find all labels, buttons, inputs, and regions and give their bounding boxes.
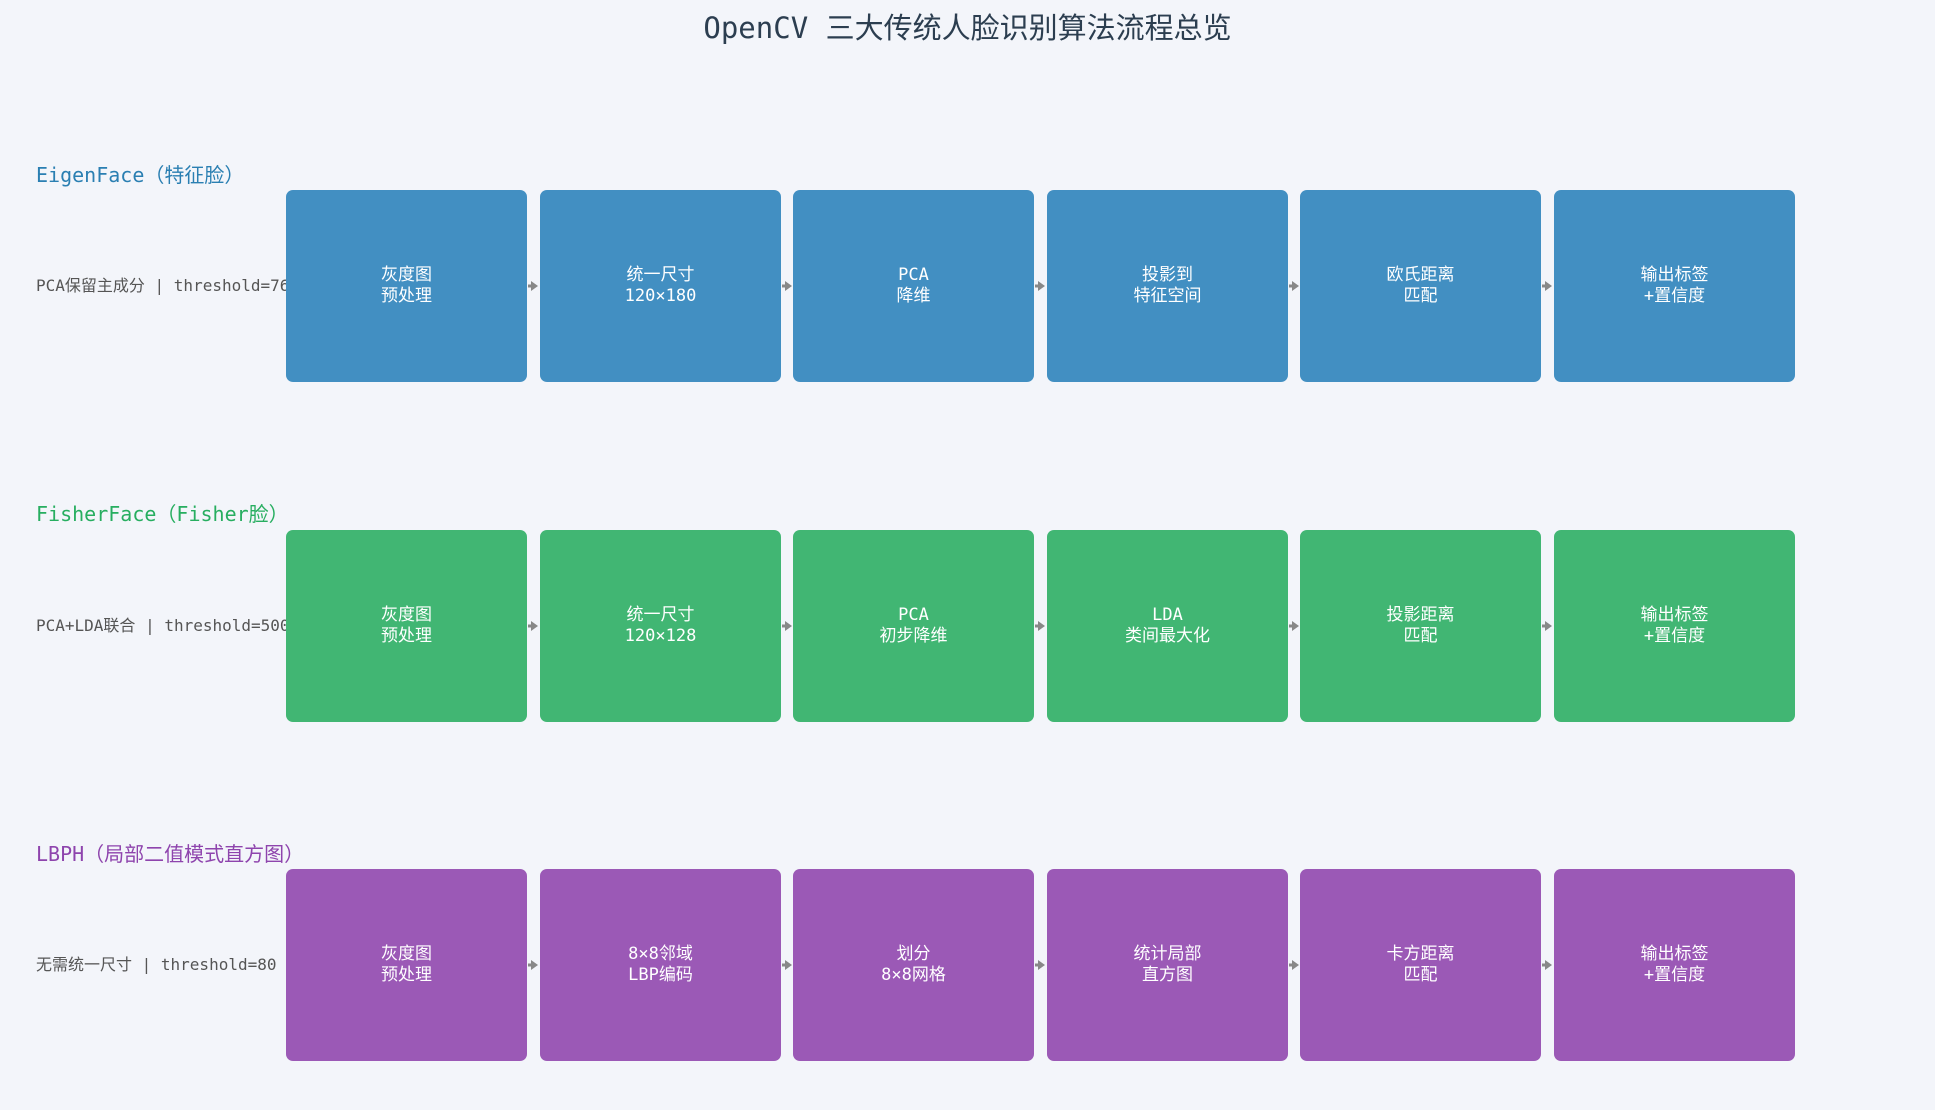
step-label-line2: 匹配 <box>1403 965 1438 985</box>
lbph-step-6: 输出标签+置信度 <box>1554 869 1795 1061</box>
eigenface-step-4: 投影到特征空间 <box>1047 190 1288 382</box>
step-label-line1: 统一尺寸 <box>626 265 695 285</box>
arrow-right-icon <box>528 279 538 293</box>
step-label-line2: 降维 <box>896 286 931 306</box>
step-label-line1: 输出标签 <box>1640 605 1709 625</box>
step-label-line1: PCA <box>898 605 929 625</box>
fisherface-step-1: 灰度图预处理 <box>286 530 527 722</box>
lbph-step-1: 灰度图预处理 <box>286 869 527 1061</box>
arrow-right-icon <box>1035 619 1045 633</box>
fisherface-note: PCA+LDA联合 | threshold=5000 <box>36 616 300 635</box>
arrow-right-icon <box>1542 279 1552 293</box>
step-label-line1: 投影到 <box>1142 265 1193 285</box>
step-label-line1: PCA <box>898 265 929 285</box>
step-label-line2: LBP编码 <box>628 965 693 985</box>
step-label-line2: 120×128 <box>624 626 697 646</box>
arrow-right-icon <box>1289 958 1299 972</box>
lbph-note: 无需统一尺寸 | threshold=80 <box>36 955 277 974</box>
step-label-line1: 8×8邻域 <box>628 944 693 964</box>
step-label-line2: 匹配 <box>1403 626 1438 646</box>
step-label-line1: LDA <box>1152 605 1183 625</box>
lbph-step-4: 统计局部直方图 <box>1047 869 1288 1061</box>
step-label-line1: 输出标签 <box>1640 944 1709 964</box>
arrow-right-icon <box>528 619 538 633</box>
arrow-right-icon <box>1542 619 1552 633</box>
step-label-line1: 划分 <box>896 944 931 964</box>
step-label-line2: 预处理 <box>381 626 432 646</box>
step-label-line2: 8×8网格 <box>881 965 946 985</box>
eigenface-step-5: 欧氏距离匹配 <box>1300 190 1541 382</box>
eigenface-step-6: 输出标签+置信度 <box>1554 190 1795 382</box>
step-label-line2: 初步降维 <box>879 626 948 646</box>
step-label-line2: 特征空间 <box>1133 286 1202 306</box>
step-label-line2: 直方图 <box>1142 965 1193 985</box>
step-label-line1: 统一尺寸 <box>626 605 695 625</box>
step-label-line2: 类间最大化 <box>1125 626 1210 646</box>
arrow-right-icon <box>528 958 538 972</box>
lbph-step-5: 卡方距离匹配 <box>1300 869 1541 1061</box>
lbph-title: LBPH（局部二值模式直方图） <box>36 842 305 866</box>
step-label-line2: 预处理 <box>381 286 432 306</box>
diagram-title: OpenCV 三大传统人脸识别算法流程总览 <box>703 11 1232 45</box>
arrow-right-icon <box>1542 958 1552 972</box>
step-label-line2: 120×180 <box>624 286 697 306</box>
arrow-right-icon <box>782 958 792 972</box>
step-label-line2: +置信度 <box>1643 626 1706 646</box>
fisherface-step-6: 输出标签+置信度 <box>1554 530 1795 722</box>
eigenface-title: EigenFace（特征脸） <box>36 163 245 187</box>
step-label-line2: +置信度 <box>1643 286 1706 306</box>
step-label-line1: 灰度图 <box>381 605 432 625</box>
step-label-line1: 灰度图 <box>381 265 432 285</box>
arrow-right-icon <box>1289 279 1299 293</box>
step-label-line2: +置信度 <box>1643 965 1706 985</box>
step-label-line1: 投影距离 <box>1386 605 1455 625</box>
step-label-line1: 卡方距离 <box>1386 944 1455 964</box>
arrow-right-icon <box>782 279 792 293</box>
eigenface-note: PCA保留主成分 | threshold=7600 <box>36 276 309 295</box>
arrow-right-icon <box>1289 619 1299 633</box>
arrow-right-icon <box>1035 279 1045 293</box>
step-label-line2: 预处理 <box>381 965 432 985</box>
arrow-right-icon <box>1035 958 1045 972</box>
step-label-line1: 欧氏距离 <box>1386 265 1455 285</box>
step-label-line2: 匹配 <box>1403 286 1438 306</box>
fisherface-title: FisherFace（Fisher脸） <box>36 502 289 526</box>
eigenface-step-1: 灰度图预处理 <box>286 190 527 382</box>
step-label-line1: 输出标签 <box>1640 265 1709 285</box>
step-label-line1: 灰度图 <box>381 944 432 964</box>
step-label-line1: 统计局部 <box>1133 944 1202 964</box>
arrow-right-icon <box>782 619 792 633</box>
fisherface-step-5: 投影距离匹配 <box>1300 530 1541 722</box>
